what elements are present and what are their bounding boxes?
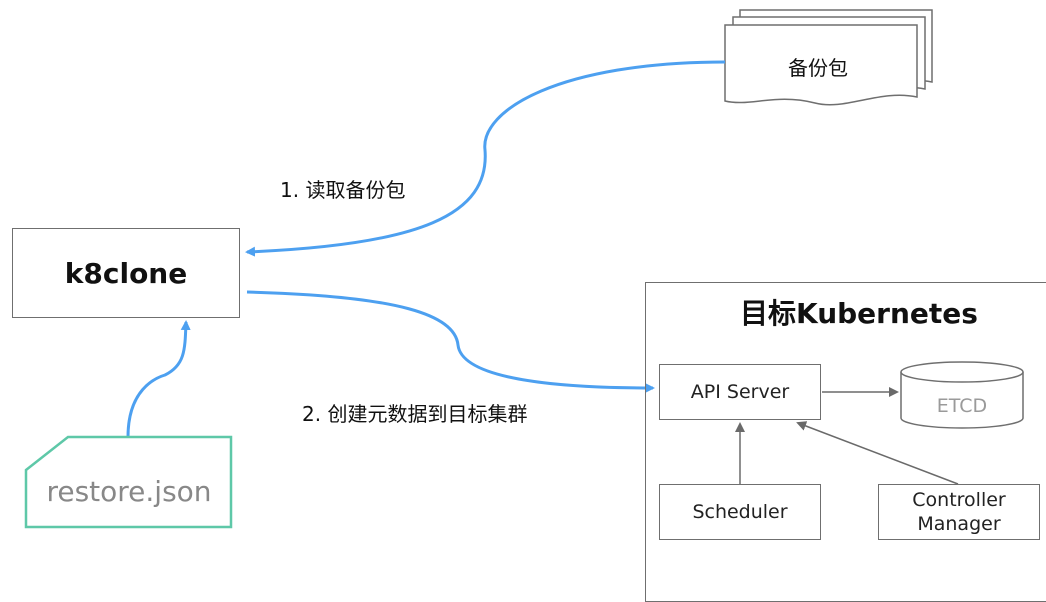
stacked-documents-icon <box>724 9 933 106</box>
document-icon <box>24 435 233 529</box>
etcd-label: ETCD <box>936 395 988 417</box>
k8clone-node: k8clone <box>12 228 240 318</box>
step1-label: 1. 读取备份包 <box>280 178 406 202</box>
backup-package-label: 备份包 <box>788 56 848 80</box>
controller-manager-node: Controller Manager <box>878 484 1040 540</box>
diagram-canvas <box>24 9 1024 529</box>
database-cylinder-icon <box>900 361 1024 429</box>
step2-label: 2. 创建元数据到目标集群 <box>302 402 528 426</box>
restore-json-label: restore.json <box>46 475 212 508</box>
restore-json-arrow <box>126 320 191 438</box>
api-server-node: API Server <box>659 364 821 420</box>
scheduler-node: Scheduler <box>659 484 821 540</box>
read-backup-arrow <box>245 60 726 257</box>
target-cluster-title: 目标Kubernetes <box>740 297 978 330</box>
create-metadata-arrow <box>246 290 655 393</box>
controller-to-api-arrow <box>796 421 959 485</box>
